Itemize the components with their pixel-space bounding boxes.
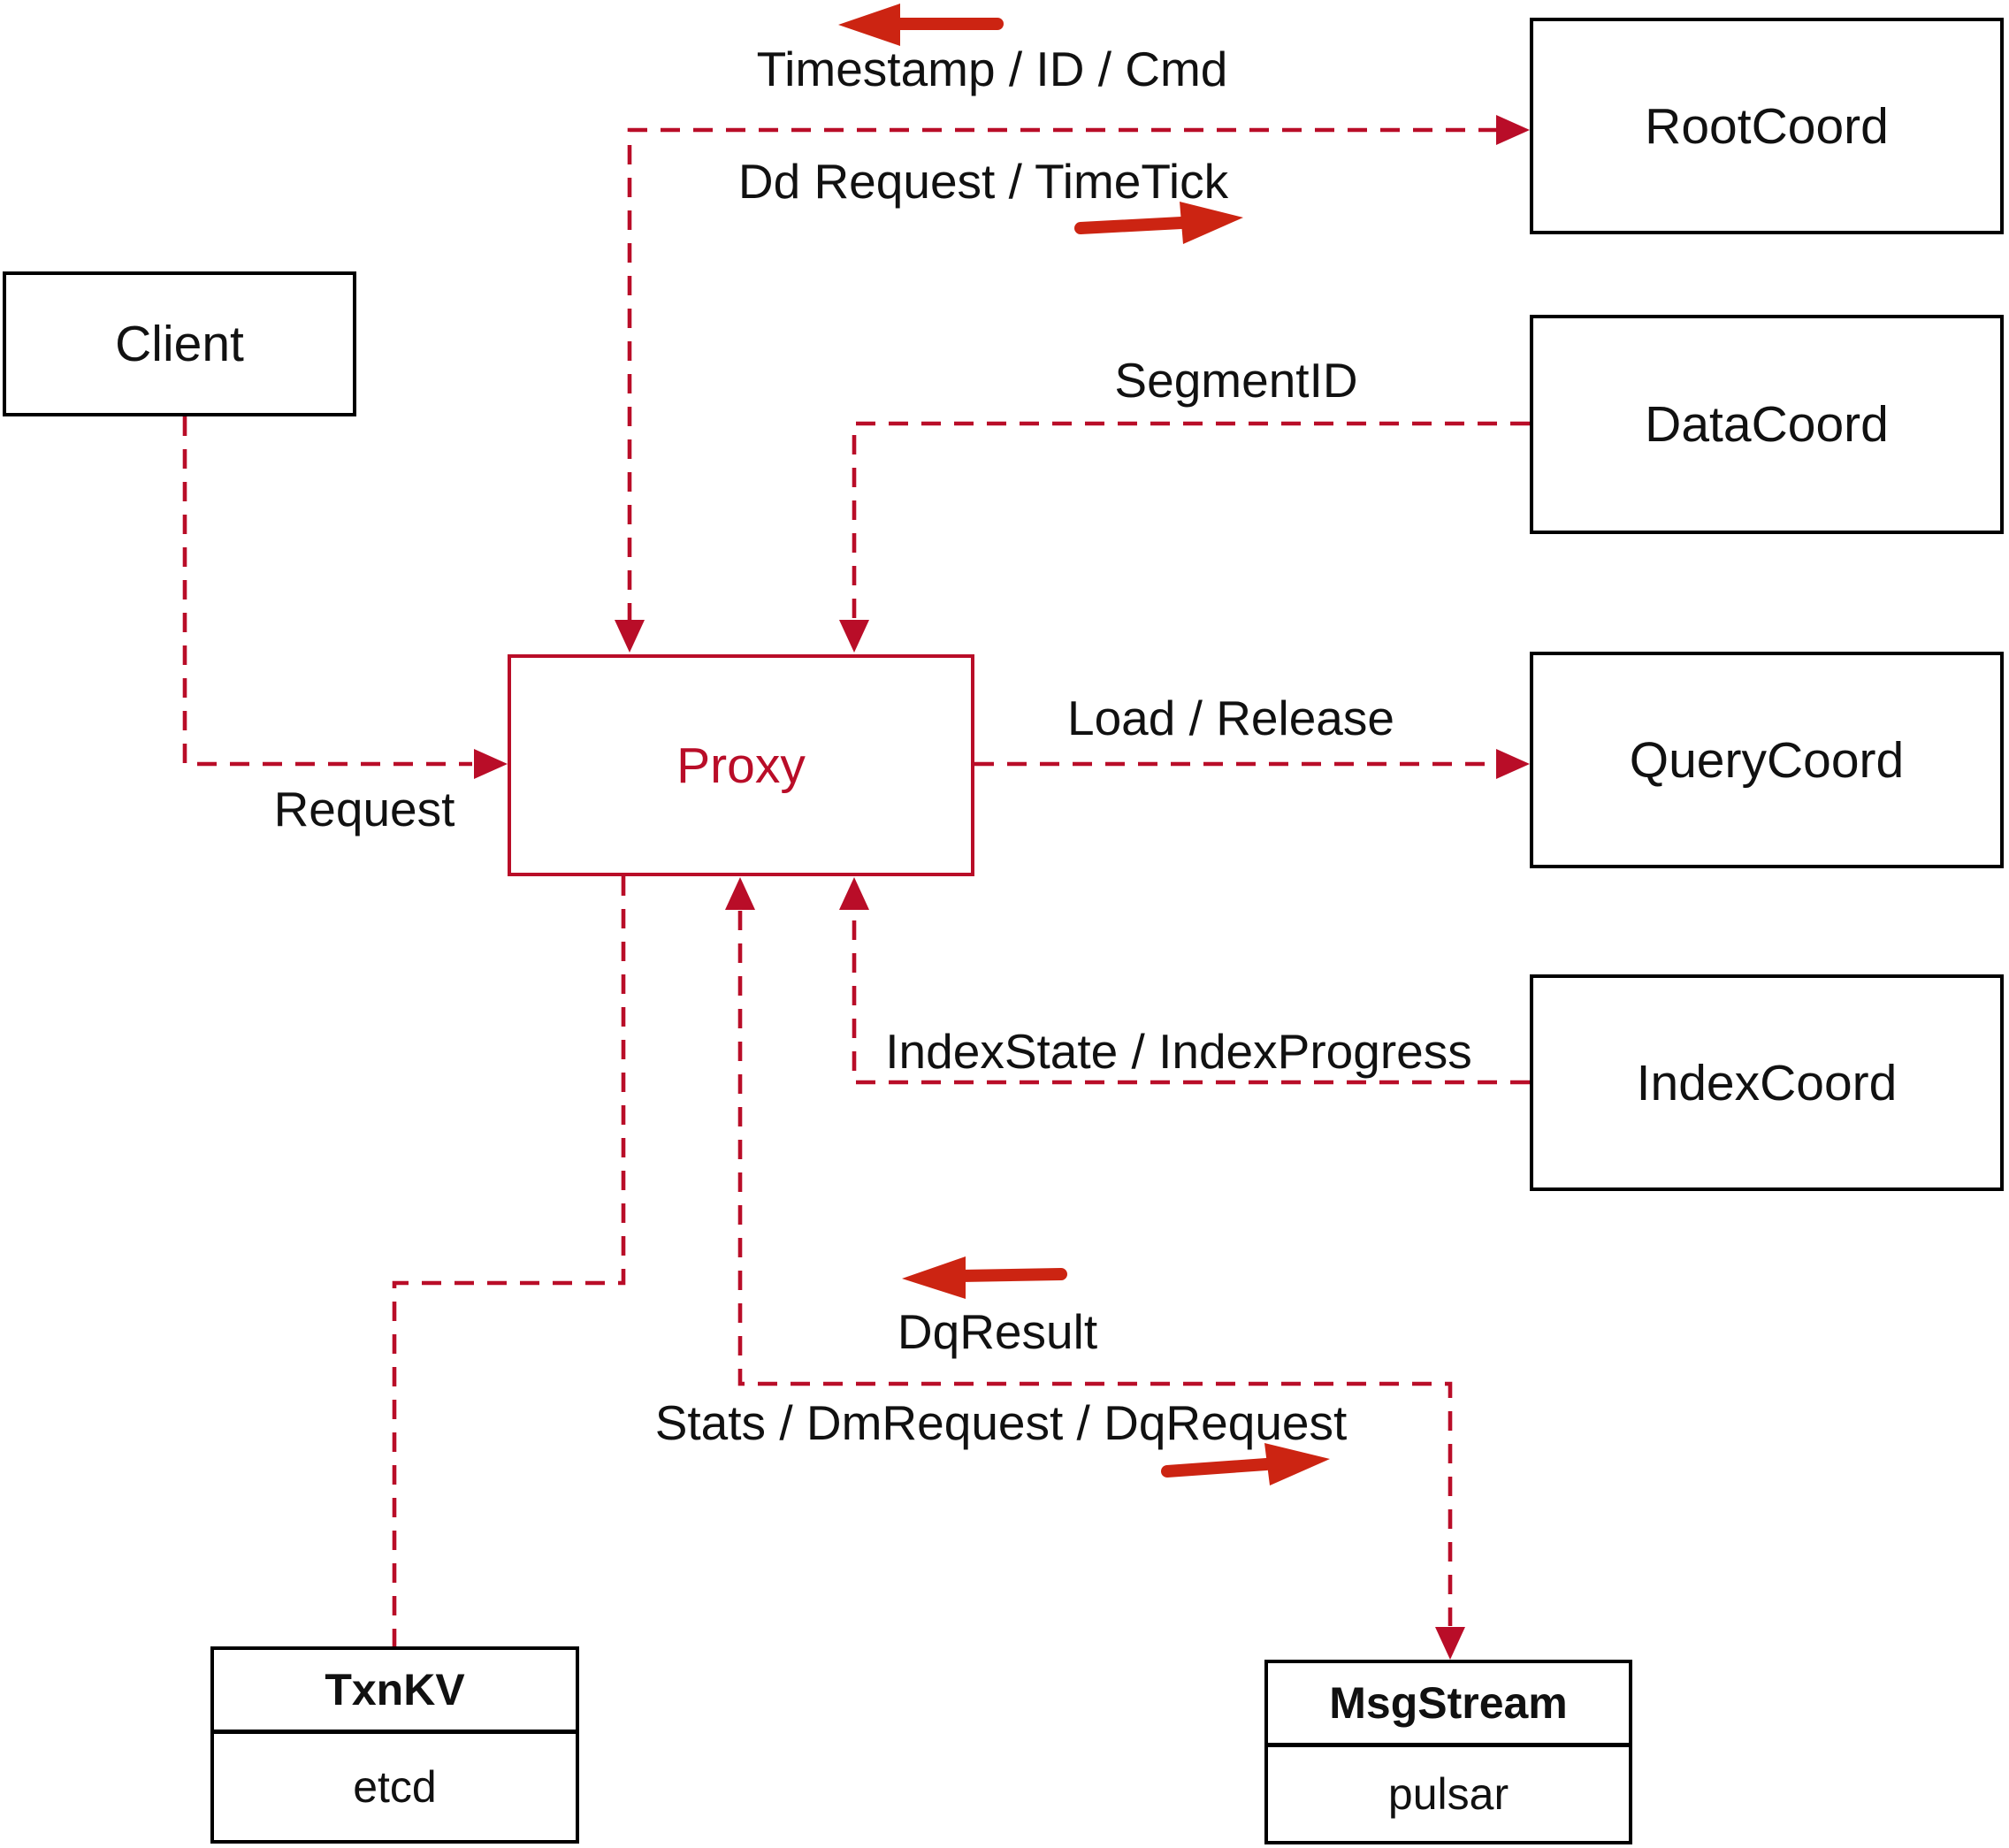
node-datacoord: DataCoord	[1530, 315, 2004, 534]
arrowhead-into-msgstream-icon	[1435, 1627, 1465, 1660]
left-arrow-timestamp-icon	[838, 4, 1004, 46]
node-proxy: Proxy	[508, 654, 974, 876]
edge-label-indexstate-indexprogress: IndexState / IndexProgress	[885, 1024, 1472, 1079]
edge-label-dqresult: DqResult	[897, 1304, 1098, 1359]
node-datacoord-label: DataCoord	[1645, 396, 1889, 453]
edge-label-dd-request-timetick: Dd Request / TimeTick	[737, 154, 1229, 209]
edge-label-segmentid: SegmentID	[1114, 353, 1358, 408]
arrowhead-into-proxy-left-icon	[474, 749, 508, 779]
left-arrow-dq-result-icon	[902, 1256, 1067, 1299]
arrowhead-into-proxy-top-right-icon	[839, 620, 869, 653]
node-txnkv-impl: etcd	[353, 1762, 437, 1812]
node-txnkv: TxnKV etcd	[210, 1646, 579, 1844]
arrowhead-into-rootcoord-icon	[1496, 115, 1530, 145]
arrowhead-into-proxy-bottom-right-icon	[839, 877, 869, 910]
edge-label-load-release: Load / Release	[1067, 691, 1394, 745]
connector-proxy-txnkv	[392, 876, 626, 1646]
connector-client-proxy	[182, 416, 472, 767]
arrowhead-into-proxy-bottom-center-icon	[725, 877, 755, 910]
arrowhead-into-querycoord-icon	[1496, 749, 1530, 779]
node-indexcoord-label: IndexCoord	[1636, 1054, 1898, 1111]
node-querycoord-label: QueryCoord	[1629, 731, 1905, 789]
arrowhead-into-proxy-top-left-icon	[615, 620, 645, 653]
connector-proxy-msgstream	[737, 911, 1453, 1626]
edge-label-timestamp-id-cmd: Timestamp / ID / Cmd	[756, 42, 1228, 96]
node-rootcoord: RootCoord	[1530, 18, 2004, 234]
edge-label-stats-dmrequest-dqrequest: Stats / DmRequest / DqRequest	[654, 1395, 1348, 1450]
edge-label-request: Request	[273, 782, 455, 836]
node-proxy-label: Proxy	[676, 737, 806, 794]
node-rootcoord-label: RootCoord	[1645, 97, 1889, 155]
node-txnkv-title: TxnKV	[214, 1650, 576, 1734]
connector-datacoord-proxy	[852, 421, 1530, 619]
node-msgstream-impl: pulsar	[1387, 1769, 1509, 1819]
node-client-label: Client	[115, 316, 244, 372]
node-msgstream-title: MsgStream	[1268, 1663, 1629, 1747]
node-client: Client	[3, 271, 356, 416]
node-msgstream: MsgStream pulsar	[1264, 1660, 1632, 1844]
node-querycoord: QueryCoord	[1530, 652, 2004, 868]
node-indexcoord: IndexCoord	[1530, 974, 2004, 1191]
